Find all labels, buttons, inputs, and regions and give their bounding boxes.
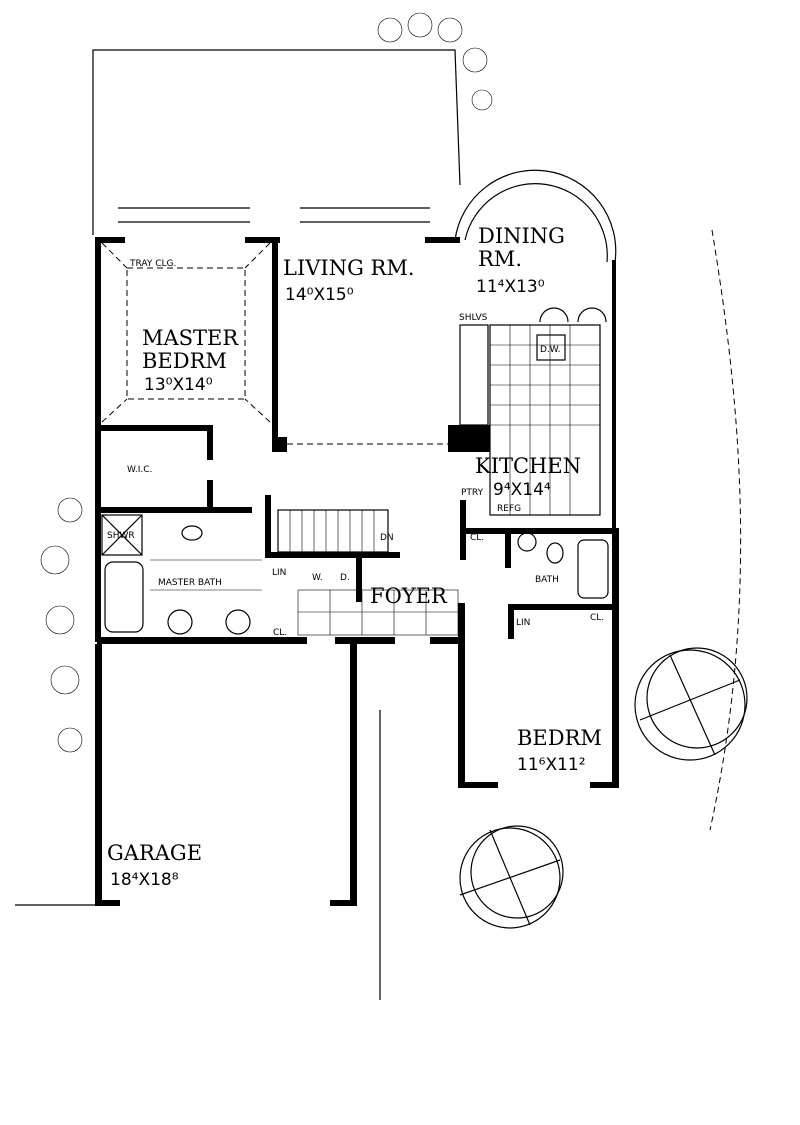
closet-label-2: CL. xyxy=(470,533,484,543)
dining-bay-window xyxy=(454,169,617,263)
shelves-label: SHLVS xyxy=(459,313,488,323)
tree-south xyxy=(459,825,564,929)
master-bedroom-dims: 13⁰X14⁰ xyxy=(144,375,213,395)
master-bedroom-label: MASTER xyxy=(142,326,239,350)
dining-room-label-2: RM. xyxy=(478,247,522,271)
refrigerator-label: REFG xyxy=(497,504,521,514)
closet-label: CL. xyxy=(273,628,287,638)
master-bath-label: MASTER BATH xyxy=(158,578,222,588)
master-bath-fixtures xyxy=(101,514,262,635)
garage-dims: 18⁴X18⁸ xyxy=(110,870,179,890)
bath-label: BATH xyxy=(535,575,559,585)
linen-label: LIN xyxy=(272,568,286,578)
shower-label: SHWR xyxy=(107,531,135,541)
walls xyxy=(95,237,619,906)
dining-room-label: DINING xyxy=(478,224,565,248)
property-line xyxy=(709,229,742,831)
tree-east xyxy=(634,647,748,761)
stairs xyxy=(277,509,389,553)
dryer-label: D. xyxy=(340,573,350,583)
wic-label: W.I.C. xyxy=(127,465,152,475)
pantry-label: PTRY xyxy=(461,488,484,498)
bedroom-label: BEDRM xyxy=(517,726,602,750)
closet-label-3: CL. xyxy=(590,613,604,623)
tray-ceiling-label: TRAY CLG. xyxy=(129,259,176,269)
dining-room-dims: 11⁴X13⁰ xyxy=(476,277,545,297)
deck-outline xyxy=(92,49,461,235)
kitchen-dims: 9⁴X14⁴ xyxy=(493,480,551,500)
tray-ceiling xyxy=(101,242,271,423)
foyer-label: FOYER xyxy=(370,584,448,608)
kitchen-label: KITCHEN xyxy=(475,454,581,478)
living-room-label: LIVING RM. xyxy=(283,256,415,280)
stairs-down-label: DN xyxy=(380,533,394,543)
dining-bay-inner xyxy=(464,183,608,263)
bath-fixtures xyxy=(517,532,609,599)
bedroom-dims: 11⁶X11² xyxy=(517,755,586,775)
linen-label-2: LIN xyxy=(516,618,530,628)
kitchen-floor-grid xyxy=(459,307,607,516)
foyer-floor-grid xyxy=(297,589,459,636)
washer-label: W. xyxy=(312,573,323,583)
dishwasher-label: D.W. xyxy=(540,345,561,355)
living-room-dims: 14⁰X15⁰ xyxy=(285,285,354,305)
garage-label: GARAGE xyxy=(107,841,202,865)
shrubs xyxy=(40,12,493,753)
master-bedroom-label-2: BEDRM xyxy=(142,349,227,373)
